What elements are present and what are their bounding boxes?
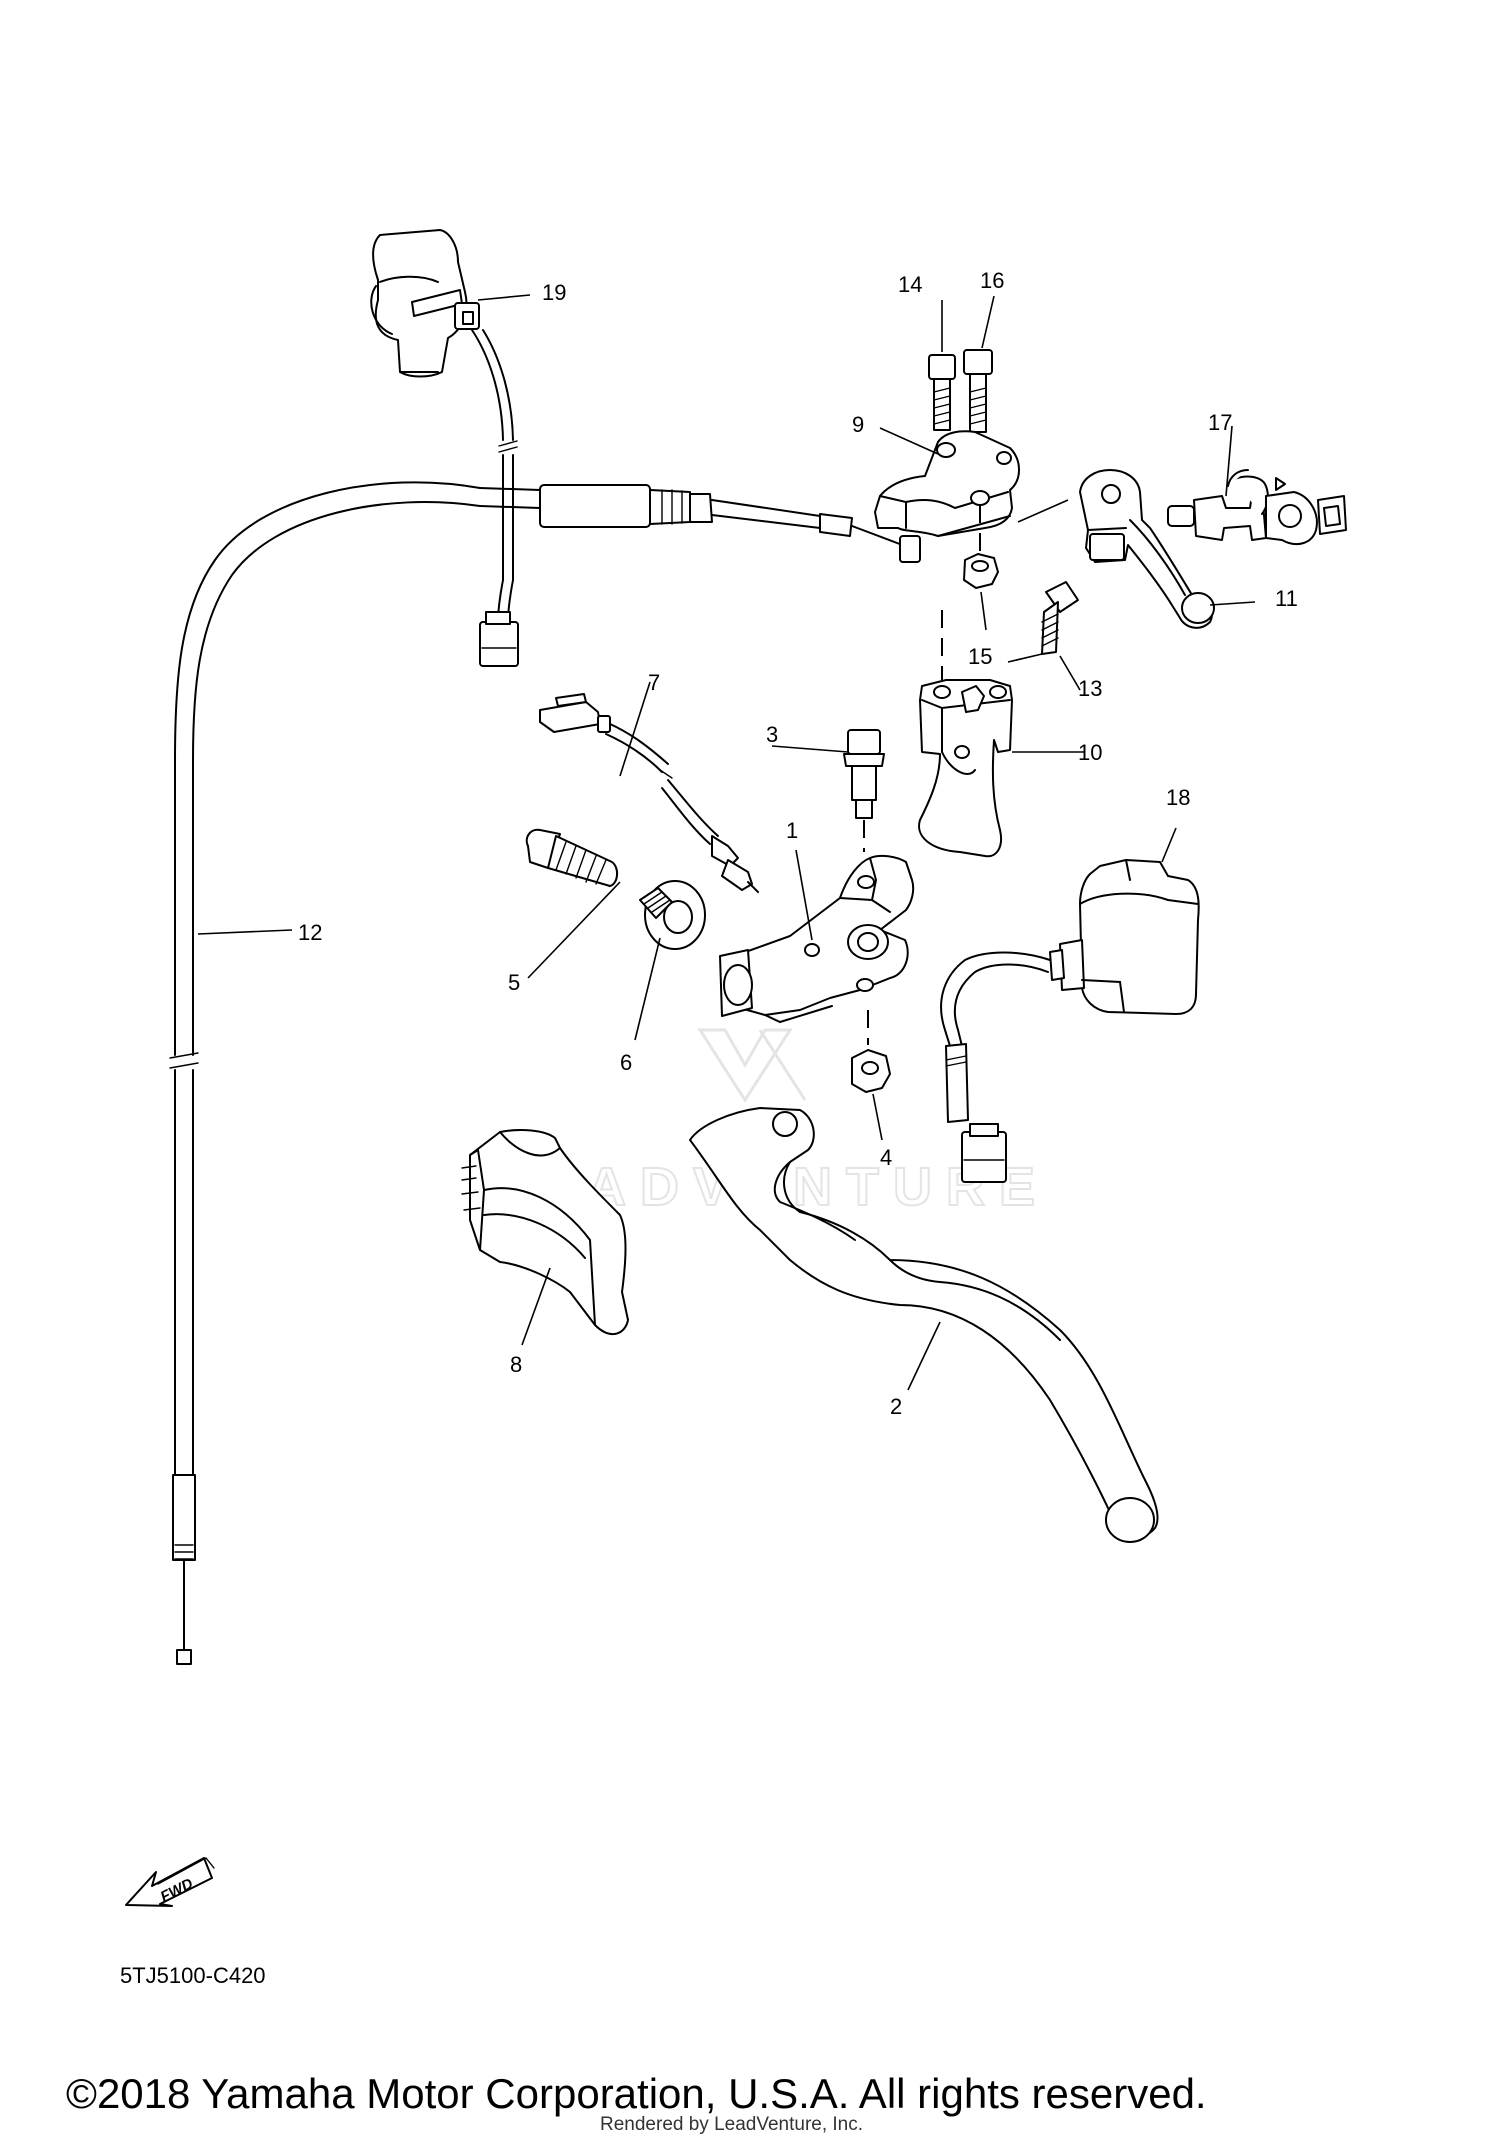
part-8-lever-guard [461,1129,629,1335]
leader-lines [197,294,1256,1391]
callout-17: 17 [1208,410,1232,435]
part-15-nut [963,553,999,589]
part-5-adjuster [525,828,618,887]
callout-16: 16 [980,268,1004,293]
part-3-pivot-bolt [843,729,885,852]
part-11-lever [1079,469,1215,629]
rendered-by: Rendered by LeadVenture, Inc. [600,2114,863,2135]
callout-12: 12 [298,920,322,945]
diagram-code: 5TJ5100-C420 [120,1963,266,1988]
part-19-switch [370,229,519,667]
part-1-lever-holder [719,854,915,1045]
part-18-switch [940,859,1200,1183]
callout-19: 19 [542,280,566,305]
part-9-holder-cap [874,430,1020,560]
part-13-bolt [1041,581,1079,655]
callout-2: 2 [890,1394,902,1419]
callout-18: 18 [1166,785,1190,810]
callout-7: 7 [648,670,660,695]
part-16-bolt [963,349,993,433]
part-4-nut [851,1049,891,1093]
callout-8: 8 [510,1352,522,1377]
callout-3: 3 [766,722,778,747]
callout-14: 14 [898,272,922,297]
part-12-clutch-cable [169,481,921,1665]
part-17-valve [1167,469,1347,546]
callout-labels: 1 2 3 4 5 6 7 8 9 10 11 12 13 14 15 16 1… [298,268,1298,1419]
part-7-clutch-switch [539,693,759,893]
callout-4: 4 [880,1145,892,1170]
callout-6: 6 [620,1050,632,1075]
callout-9: 9 [852,412,864,437]
callout-5: 5 [508,970,520,995]
part-10-holder [918,610,1013,858]
part-2-clutch-lever [689,1107,1159,1543]
copyright-notice: ©2018 Yamaha Motor Corporation, U.S.A. A… [66,2070,1207,2117]
callout-10: 10 [1078,740,1102,765]
callout-11: 11 [1275,586,1298,611]
callout-15: 15 [968,644,992,669]
callout-13: 13 [1078,676,1102,701]
part-6-locknut [639,880,706,950]
part-14-bolt [928,354,956,431]
fwd-arrow-icon: FWD [125,1857,215,1907]
callout-1: 1 [786,818,798,843]
